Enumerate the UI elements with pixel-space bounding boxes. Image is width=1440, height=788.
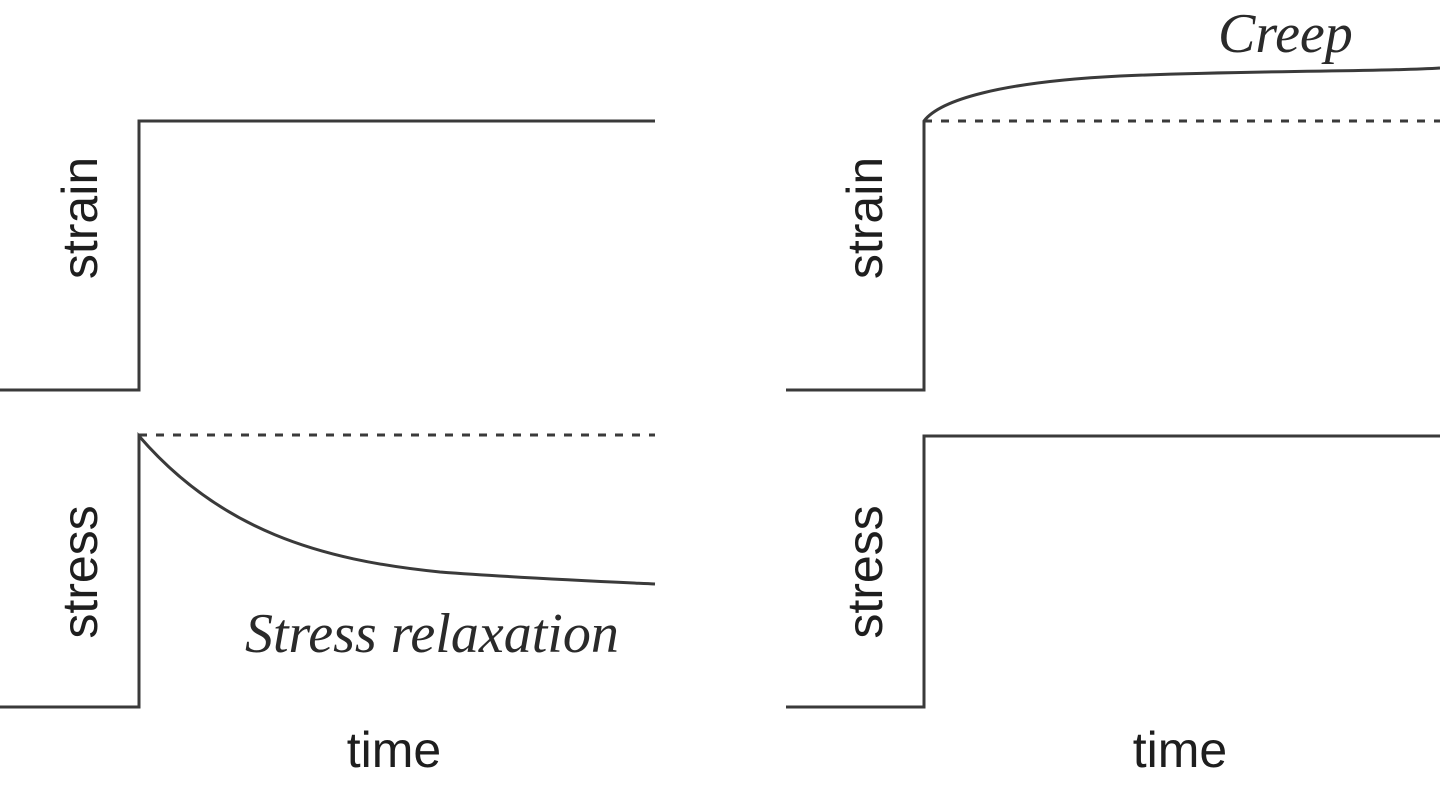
- right-strain-axis-label: strain: [837, 157, 893, 279]
- creep-caption: Creep: [1218, 3, 1353, 65]
- right-time-axis-label: time: [1133, 722, 1227, 778]
- right-stress-axis-label: stress: [837, 505, 893, 638]
- left-time-axis-label: time: [347, 722, 441, 778]
- left-stress-axis-label: stress: [52, 505, 108, 638]
- left-strain-step-curve: [0, 119, 655, 392]
- stress-relaxation-caption: Stress relaxation: [245, 603, 619, 665]
- stress-relaxation-panel: strain stress Stress relaxation time: [0, 119, 656, 778]
- right-stress-step-curve: [786, 434, 1440, 709]
- left-strain-axis-label: strain: [52, 157, 108, 279]
- right-strain-creep-curve: [786, 66, 1440, 392]
- creep-panel: strain Creep stress time: [786, 3, 1440, 778]
- left-stress-relaxation-curve: [0, 431, 656, 709]
